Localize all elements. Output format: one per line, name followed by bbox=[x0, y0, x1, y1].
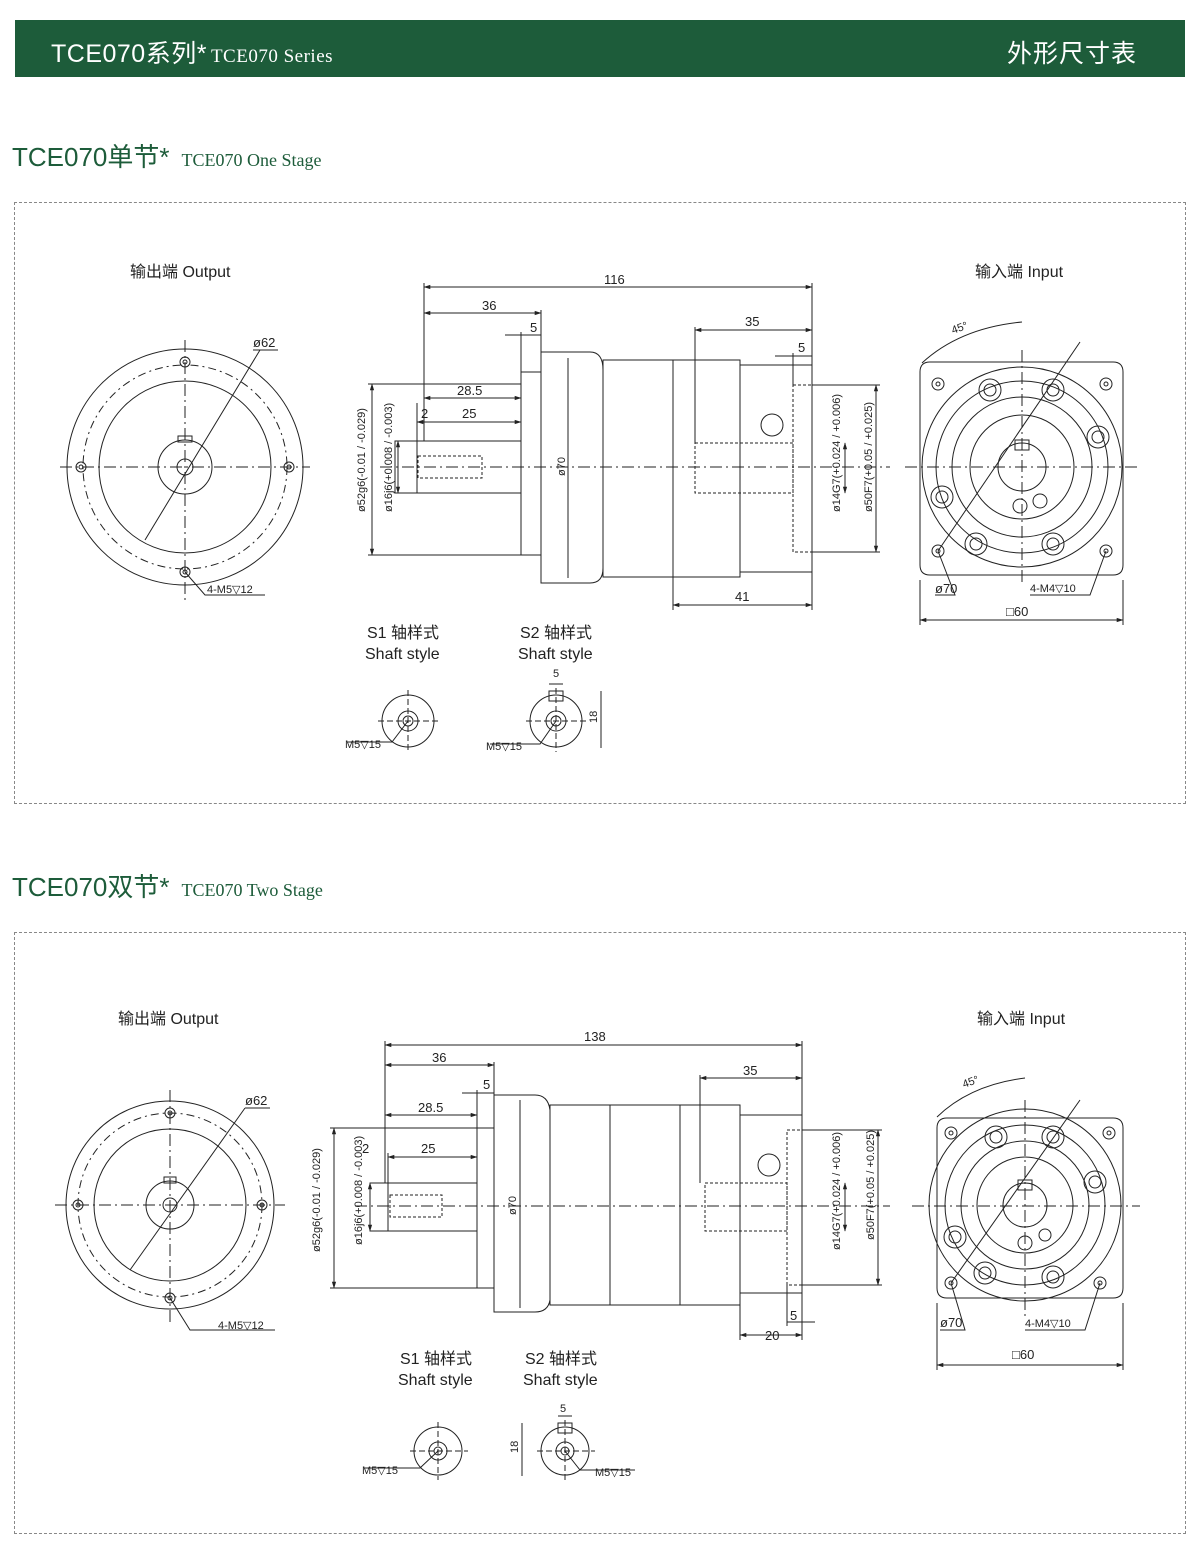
two-s2-m5: M5▽15 bbox=[595, 1467, 631, 1479]
one-s1-m5: M5▽15 bbox=[345, 739, 381, 751]
one-s2-dim5: 5 bbox=[553, 668, 559, 680]
one-phi70-label: ø70 bbox=[556, 457, 568, 476]
two-side-view bbox=[330, 1041, 890, 1340]
page-header: TCE070系列*TCE070 Series 外形尺寸表 bbox=[15, 20, 1185, 77]
one-dim-285: 28.5 bbox=[457, 383, 482, 398]
one-dim-35: 35 bbox=[745, 314, 759, 329]
two-sq60-label: □60 bbox=[1012, 1347, 1034, 1362]
one-dim-5b: 5 bbox=[798, 340, 805, 355]
one-s1-title: S1 轴样式 bbox=[367, 624, 439, 642]
two-s1-m5: M5▽15 bbox=[362, 1465, 398, 1477]
one-input-phi70: ø70 bbox=[935, 581, 957, 596]
one-s2-title: S2 轴样式 bbox=[520, 624, 592, 642]
one-sq60-label: □60 bbox=[1006, 604, 1028, 619]
one-dim-2: 2 bbox=[421, 406, 428, 421]
two-angle-label: 45° bbox=[961, 1074, 981, 1091]
two-input-phi70: ø70 bbox=[940, 1315, 962, 1330]
header-title: TCE070系列*TCE070 Series bbox=[51, 40, 334, 68]
one-s1-sub: Shaft style bbox=[365, 646, 440, 663]
two-input-label: 输入端 Input bbox=[977, 1010, 1066, 1028]
two-dim-total: 138 bbox=[584, 1029, 606, 1044]
one-s2-sub: Shaft style bbox=[518, 646, 593, 663]
one-angle-label: 45° bbox=[950, 320, 970, 337]
two-dim-5a: 5 bbox=[483, 1077, 490, 1092]
two-s2-sub: Shaft style bbox=[523, 1372, 598, 1389]
two-dim-36: 36 bbox=[432, 1050, 446, 1065]
two-s2-title: S2 轴样式 bbox=[525, 1350, 597, 1368]
one-phi14-label: ø14G7(+0.024 / +0.006) bbox=[831, 394, 843, 512]
two-shaft-s1 bbox=[365, 1422, 468, 1480]
two-phi16-label: ø16j6(+0.008 / -0.003) bbox=[353, 1136, 365, 1245]
section-title-two-stage: TCE070双节*TCE070 Two Stage bbox=[12, 872, 323, 902]
two-stage-drawing: 输出端 Output ø62 4-M5▽12 bbox=[55, 1010, 1140, 1482]
two-dim-25: 25 bbox=[421, 1141, 435, 1156]
header-right-title: 外形尺寸表 bbox=[1006, 40, 1137, 68]
two-stage-frame bbox=[14, 932, 1186, 1534]
one-dim-25: 25 bbox=[462, 406, 476, 421]
one-phi16-label: ø16j6(+0.008 / -0.003) bbox=[383, 403, 395, 512]
two-dim-2: 2 bbox=[362, 1141, 369, 1156]
two-m4-label: 4-M4▽10 bbox=[1025, 1318, 1071, 1330]
one-m4-label: 4-M4▽10 bbox=[1030, 583, 1076, 595]
two-s1-sub: Shaft style bbox=[398, 1372, 473, 1389]
one-phi62-label: ø62 bbox=[253, 335, 275, 350]
two-m5-label: 4-M5▽12 bbox=[218, 1320, 264, 1332]
two-s2-dim18: 18 bbox=[509, 1441, 521, 1453]
one-s2-m5: M5▽15 bbox=[486, 741, 522, 753]
two-dim-285: 28.5 bbox=[418, 1100, 443, 1115]
two-s2-dim5: 5 bbox=[560, 1403, 566, 1415]
two-dim-5b: 5 bbox=[790, 1308, 797, 1323]
one-input-label: 输入端 Input bbox=[975, 263, 1064, 281]
one-stage-frame bbox=[14, 202, 1186, 804]
one-shaft-s2 bbox=[490, 683, 602, 752]
one-phi50-label: ø50F7(+0.05 / +0.025) bbox=[863, 402, 875, 512]
one-output-flange bbox=[60, 340, 310, 600]
two-phi14-label: ø14G7(+0.024 / +0.006) bbox=[831, 1132, 843, 1250]
one-side-view bbox=[368, 283, 890, 610]
two-dim-20: 20 bbox=[765, 1328, 779, 1343]
one-stage-drawing: 输出端 Output ø62 4-M5▽12 bbox=[60, 263, 1140, 753]
section-title-one-stage: TCE070单节*TCE070 One Stage bbox=[12, 142, 322, 172]
one-m5-label: 4-M5▽12 bbox=[207, 584, 253, 596]
one-s2-dim18: 18 bbox=[588, 711, 600, 723]
one-input-flange bbox=[905, 321, 1140, 625]
two-phi50-label: ø50F7(+0.05 / +0.025) bbox=[865, 1130, 877, 1240]
two-shaft-s2 bbox=[521, 1415, 635, 1482]
one-dim-total: 116 bbox=[604, 272, 625, 287]
two-phi52-label: ø52g6(-0.01 / -0.029) bbox=[311, 1148, 323, 1252]
two-input-flange bbox=[912, 1077, 1140, 1370]
one-dim-36: 36 bbox=[482, 298, 496, 313]
two-phi62-label: ø62 bbox=[245, 1093, 267, 1108]
two-output-label: 输出端 Output bbox=[118, 1010, 219, 1028]
two-output-flange bbox=[55, 1090, 285, 1331]
two-phi70-label: ø70 bbox=[507, 1196, 519, 1215]
one-shaft-s1 bbox=[348, 690, 440, 752]
two-dim-35: 35 bbox=[743, 1063, 757, 1078]
one-dim-5a: 5 bbox=[530, 320, 537, 335]
one-dim-41: 41 bbox=[735, 589, 749, 604]
two-s1-title: S1 轴样式 bbox=[400, 1350, 472, 1368]
one-output-label: 输出端 Output bbox=[130, 263, 231, 281]
one-phi52-label: ø52g6(-0.01 / -0.029) bbox=[356, 408, 368, 512]
